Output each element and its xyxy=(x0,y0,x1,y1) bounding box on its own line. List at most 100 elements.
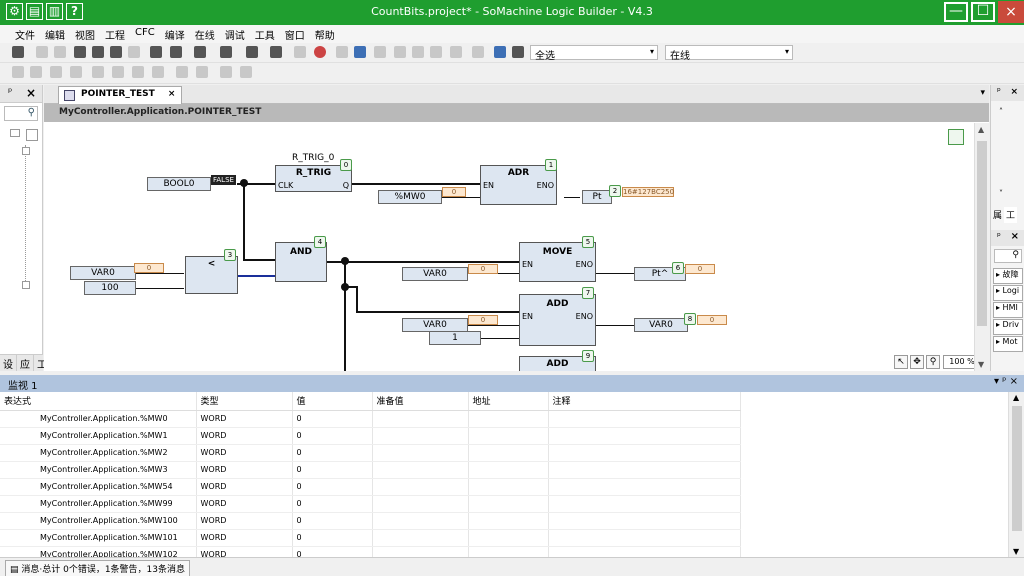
step-over-icon[interactable] xyxy=(394,46,406,58)
watch-prepared-cell[interactable] xyxy=(372,529,469,547)
scroll-up-icon[interactable]: ˄ xyxy=(999,107,1003,116)
watch-value-cell[interactable]: 0 xyxy=(292,410,373,428)
toolbox-item-hmi[interactable]: ▸ HMI xyxy=(993,302,1023,318)
step-out-icon[interactable] xyxy=(430,46,442,58)
cfc-return-icon[interactable] xyxy=(112,66,124,78)
menu-help[interactable]: 帮助 xyxy=(314,31,335,42)
close-button[interactable]: × xyxy=(998,1,1024,23)
and-block[interactable]: AND xyxy=(275,242,327,282)
move-block[interactable]: MOVE EN ENO xyxy=(519,242,596,282)
watch-comment-cell[interactable] xyxy=(548,495,741,513)
watch-comment-cell[interactable] xyxy=(548,529,741,547)
watch-address-cell[interactable] xyxy=(468,478,549,496)
undo-icon[interactable] xyxy=(36,46,48,58)
watch-scrollbar[interactable]: ▲ ▼ xyxy=(1008,392,1024,557)
cfc-output-pin-icon[interactable] xyxy=(240,66,252,78)
toolbox-item-logic[interactable]: ▸ Logi xyxy=(993,285,1023,301)
toolbox-item-fault[interactable]: ▸ 故障 xyxy=(993,268,1023,284)
step-into-icon[interactable] xyxy=(412,46,424,58)
watch-value-cell[interactable]: 0 xyxy=(292,529,373,547)
var-var0-out[interactable]: VAR0 xyxy=(634,318,688,332)
cfc-output-icon[interactable] xyxy=(30,66,42,78)
devices-search-input[interactable]: ⚲ xyxy=(4,106,38,121)
col-prepared-value[interactable]: 准备值 xyxy=(372,392,469,411)
zoom-tool-icon[interactable]: ⚲ xyxy=(926,355,940,369)
watch-value-cell[interactable]: 0 xyxy=(292,478,373,496)
close-icon[interactable]: × xyxy=(1010,231,1019,242)
watch-value-cell[interactable]: 0 xyxy=(292,495,373,513)
pin-icon[interactable]: ᵖ xyxy=(8,87,13,98)
close-icon[interactable]: × xyxy=(25,86,36,100)
minimize-button[interactable]: — xyxy=(944,2,968,22)
toolbox-item-motion[interactable]: ▸ Mot xyxy=(993,336,1023,352)
col-expression[interactable]: 表达式 xyxy=(0,392,197,411)
watch-value-cell[interactable]: 0 xyxy=(292,427,373,445)
watch-address-cell[interactable] xyxy=(468,495,549,513)
tab-properties[interactable]: 属 xyxy=(993,211,1003,221)
next-statement-icon[interactable] xyxy=(472,46,484,58)
watch-prepared-cell[interactable] xyxy=(372,478,469,496)
watch-comment-cell[interactable] xyxy=(548,461,741,479)
literal-1[interactable]: 1 xyxy=(429,331,481,345)
tab-pointer-test[interactable]: POINTER_TEST × xyxy=(58,86,183,104)
menu-cfc[interactable]: CFC xyxy=(135,27,155,38)
pointer-tool-icon[interactable]: ↖ xyxy=(894,355,908,369)
scroll-down-icon[interactable]: ▼ xyxy=(978,360,985,369)
select-all-icon[interactable] xyxy=(512,46,524,58)
watch-address-cell[interactable] xyxy=(468,427,549,445)
canvas-scroll-thumb[interactable] xyxy=(977,141,987,326)
pan-tool-icon[interactable]: ✥ xyxy=(910,355,924,369)
tree-filter-dropdown[interactable] xyxy=(26,129,38,141)
add-block[interactable]: ADD EN ENO xyxy=(519,294,596,346)
col-comment[interactable]: 注释 xyxy=(548,392,741,411)
cfc-jump-icon[interactable] xyxy=(70,66,82,78)
watch-comment-cell[interactable] xyxy=(548,478,741,496)
paste-icon[interactable] xyxy=(110,46,122,58)
scroll-down-icon[interactable]: ▼ xyxy=(1013,547,1020,556)
scroll-up-icon[interactable]: ▲ xyxy=(1013,393,1020,402)
watch-window-controls[interactable]: ▾ ᵖ × xyxy=(993,376,1018,387)
var-mw0[interactable]: %MW0 xyxy=(378,190,442,204)
watch-prepared-cell[interactable] xyxy=(372,444,469,462)
watch-prepared-cell[interactable] xyxy=(372,512,469,530)
menu-build[interactable]: 编译 xyxy=(164,31,185,42)
scroll-up-icon[interactable]: ▲ xyxy=(978,125,985,134)
menu-file[interactable]: 文件 xyxy=(15,31,35,42)
redo-icon[interactable] xyxy=(54,46,66,58)
gear-icon[interactable]: ⚙ xyxy=(6,3,23,20)
toolbox-search-input[interactable]: ⚲ xyxy=(994,249,1022,263)
copy-icon[interactable] xyxy=(92,46,104,58)
tab-applications[interactable]: 应 xyxy=(17,355,34,371)
pin-icon[interactable]: ᵖ xyxy=(997,232,1001,242)
pin-icon[interactable]: ᵖ xyxy=(997,87,1001,97)
tree-collapse-icon[interactable] xyxy=(10,129,20,137)
var-var0-lt[interactable]: VAR0 xyxy=(70,266,136,280)
watch-value-cell[interactable]: 0 xyxy=(292,461,373,479)
close-tab-icon[interactable]: × xyxy=(167,89,176,99)
cfc-label-icon[interactable] xyxy=(92,66,104,78)
select-combo[interactable]: 全选▾ xyxy=(530,45,658,62)
watch-prepared-cell[interactable] xyxy=(372,410,469,428)
menu-debug[interactable]: 调试 xyxy=(224,31,245,42)
watch-comment-cell[interactable] xyxy=(548,410,741,428)
watch-address-cell[interactable] xyxy=(468,529,549,547)
watch-value-cell[interactable]: 0 xyxy=(292,444,373,462)
menu-view[interactable]: 视图 xyxy=(75,31,95,42)
menu-project[interactable]: 工程 xyxy=(105,31,125,42)
find-icon[interactable] xyxy=(150,46,162,58)
add-block-2[interactable]: ADD xyxy=(519,356,596,371)
print-icon[interactable] xyxy=(12,46,24,58)
search-icon[interactable]: ⚲ xyxy=(27,107,35,118)
login-icon[interactable] xyxy=(294,46,306,58)
var-pt-out[interactable]: Pt xyxy=(582,190,612,204)
save-icon[interactable]: ▤ xyxy=(26,3,43,20)
watch-comment-cell[interactable] xyxy=(548,427,741,445)
menu-window[interactable]: 窗口 xyxy=(284,31,305,42)
rtrig-block[interactable]: R_TRIG CLK Q xyxy=(275,165,352,192)
